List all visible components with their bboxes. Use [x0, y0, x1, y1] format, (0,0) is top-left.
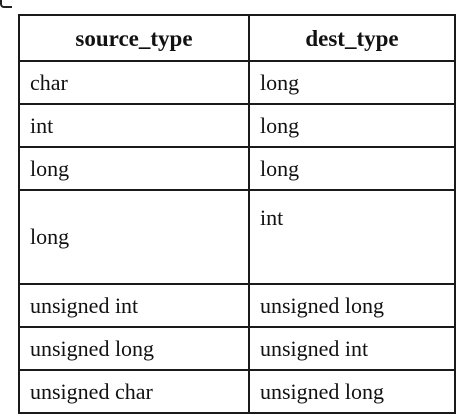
- dest-type-cell: long: [247, 146, 457, 191]
- table-row: long int: [18, 189, 457, 285]
- cropped-glyph-fragment: [0, 0, 12, 8]
- table-row: unsigned char unsigned long: [18, 369, 457, 414]
- dest-type-cell: int: [247, 189, 457, 285]
- source-type-cell: unsigned char: [18, 369, 250, 414]
- type-conversion-table: source_type dest_type char long int long…: [18, 14, 457, 414]
- header-row: source_type dest_type: [18, 14, 457, 62]
- table-row: long long: [18, 146, 457, 191]
- table-row: unsigned int unsigned long: [18, 283, 457, 328]
- dest-type-cell: long: [247, 60, 457, 105]
- dest-type-cell: unsigned int: [247, 326, 457, 371]
- source-type-cell: unsigned int: [18, 283, 250, 328]
- table-row: char long: [18, 60, 457, 105]
- dest-type-cell: unsigned long: [247, 283, 457, 328]
- source-type-cell: int: [18, 103, 250, 148]
- source-type-cell: long: [18, 146, 250, 191]
- table-row: unsigned long unsigned int: [18, 326, 457, 371]
- source-type-cell: char: [18, 60, 250, 105]
- header-source-type: source_type: [18, 14, 250, 62]
- source-type-cell: long: [18, 189, 250, 285]
- source-type-cell: unsigned long: [18, 326, 250, 371]
- table-row: int long: [18, 103, 457, 148]
- dest-type-cell: unsigned long: [247, 369, 457, 414]
- dest-type-cell: long: [247, 103, 457, 148]
- header-dest-type: dest_type: [247, 14, 457, 62]
